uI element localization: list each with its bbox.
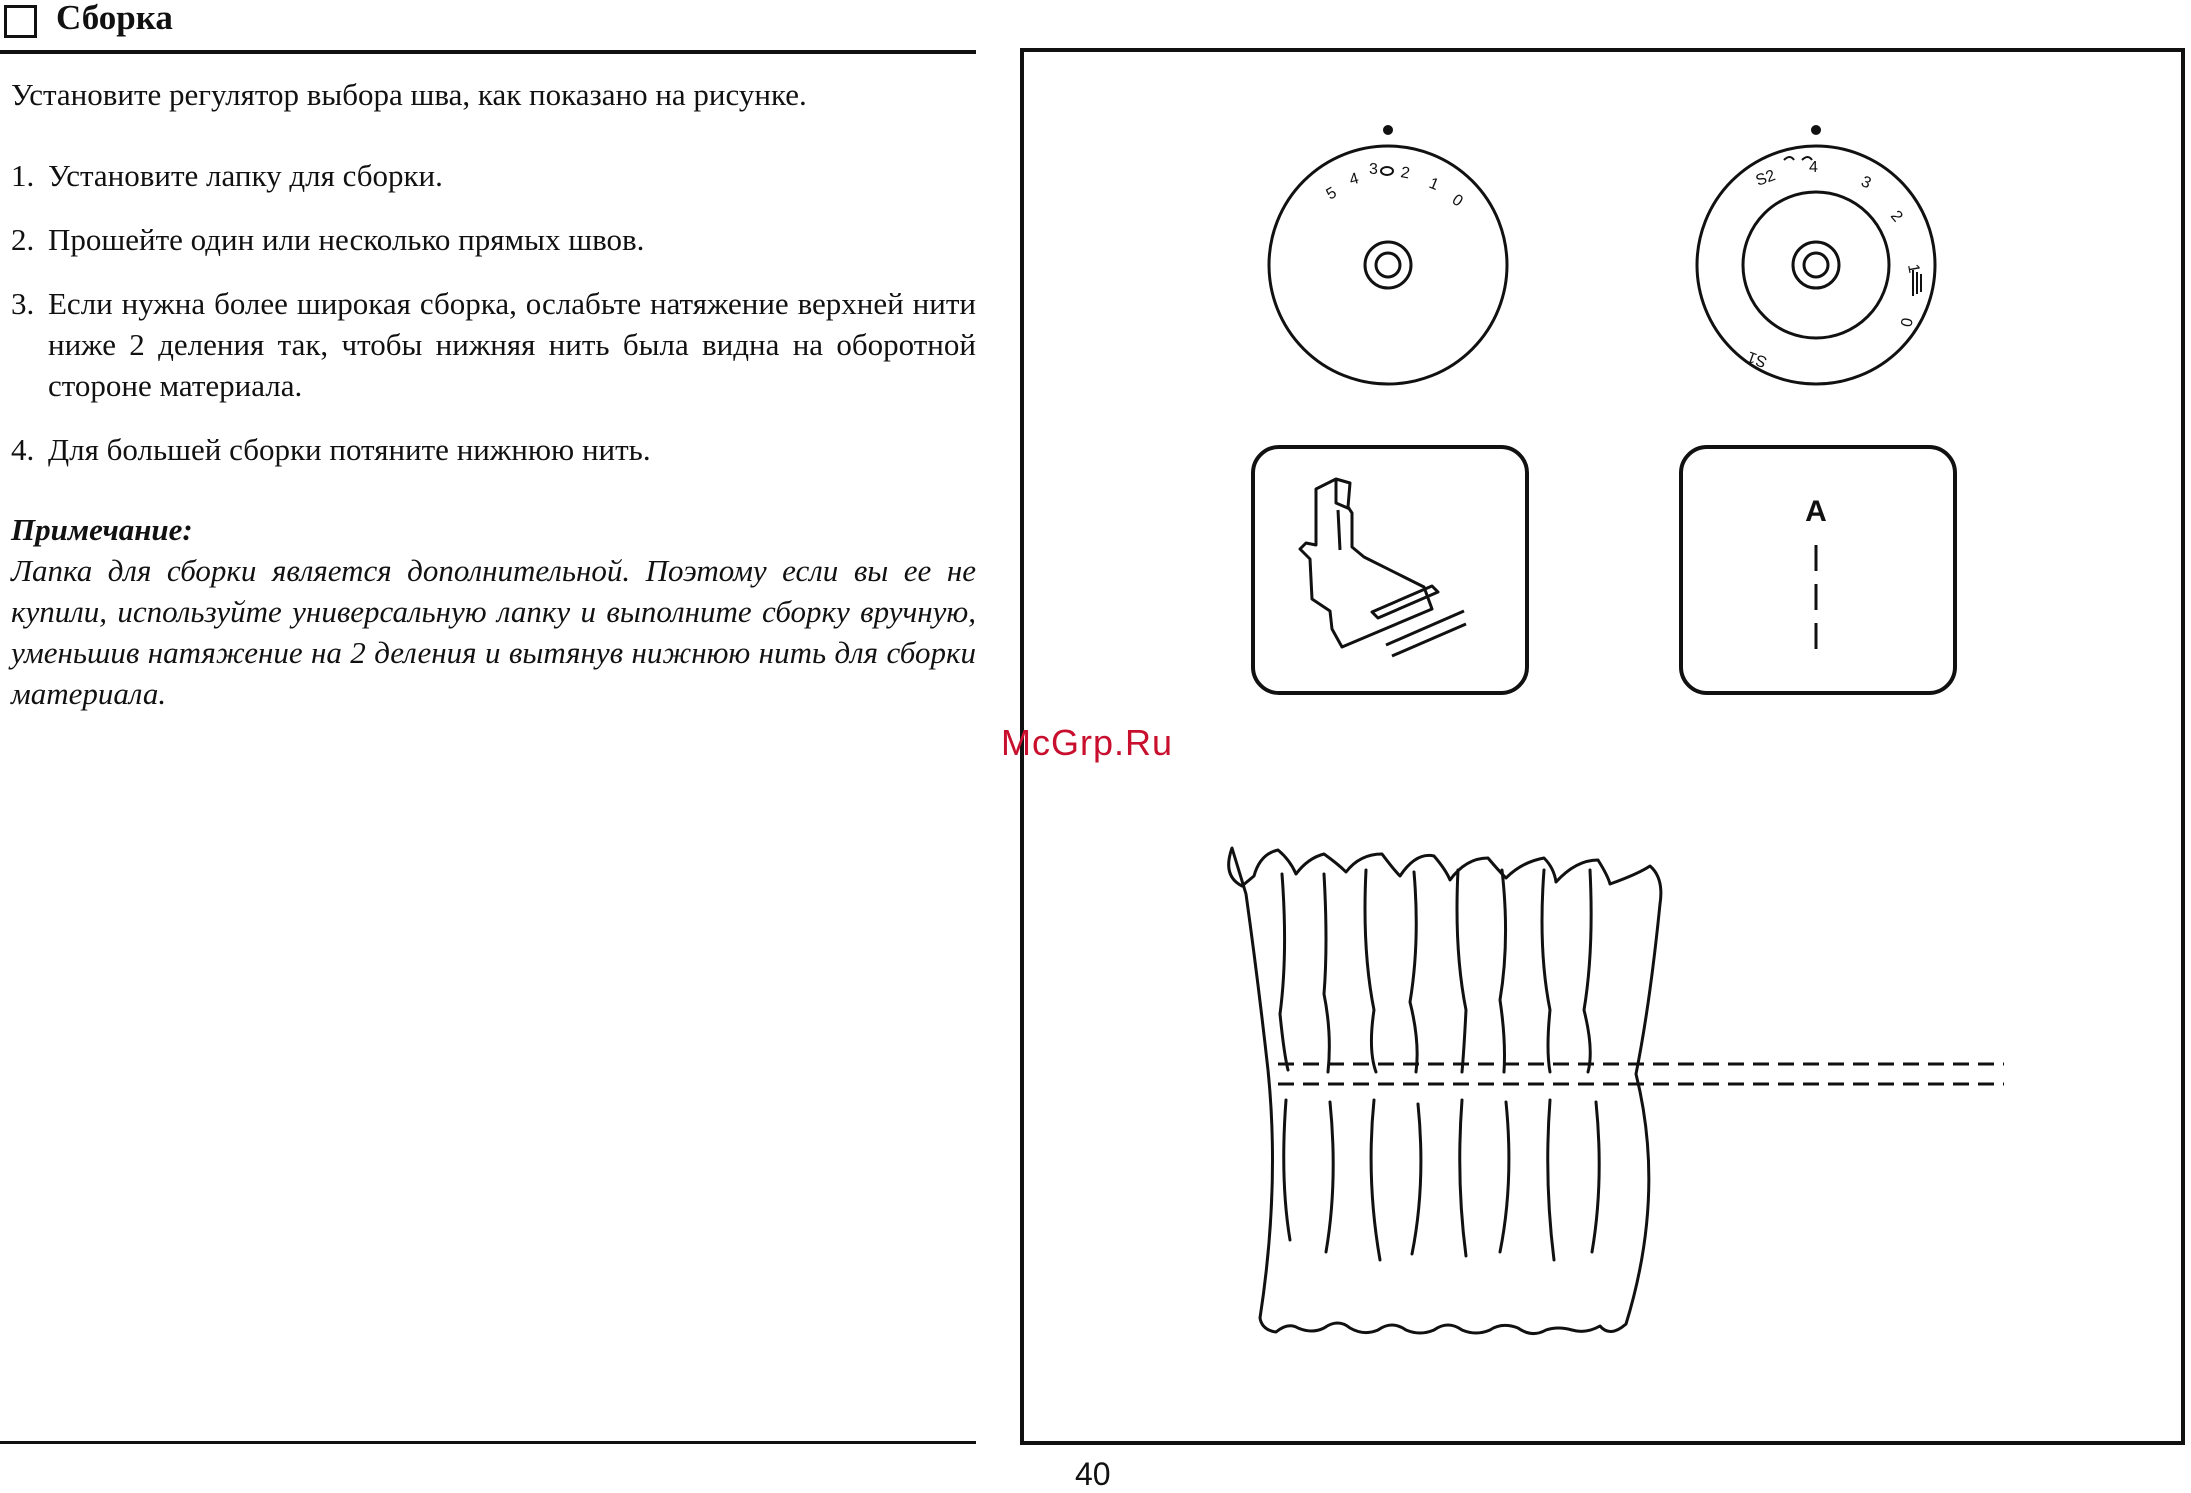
step-item: 3. Если нужна более широкая сборка, осла… <box>11 283 976 406</box>
bottom-divider <box>0 1441 976 1444</box>
dial-label: 2 <box>1399 164 1411 182</box>
dial-symbols <box>1783 156 1922 296</box>
illustration: 5 4 3 2 1 0 S2 4 3 2 1 0 S1 <box>1227 125 2004 1335</box>
step-number: 1. <box>11 158 35 193</box>
dial-label: 2 <box>1887 208 1906 226</box>
gathering-foot-icon <box>1298 477 1467 658</box>
step-item: 1. Установите лапку для сборки. <box>11 155 976 196</box>
pattern-panel <box>1679 445 1957 695</box>
gathered-fabric-icon <box>1227 846 1663 1335</box>
dial-label: 0 <box>1449 191 1466 210</box>
page-number: 40 <box>1075 1456 1111 1492</box>
step-number: 2. <box>11 222 35 257</box>
dial-label: 5 <box>1324 184 1340 203</box>
section-checkbox-icon <box>4 5 37 38</box>
illustration-frame: 5 4 3 2 1 0 S2 4 3 2 1 0 S1 <box>1020 48 2185 1445</box>
stitch-length-labels: 5 4 3 2 1 0 <box>1324 161 1466 210</box>
step-text: Для большей сборки потяните нижнюю нить. <box>48 432 651 467</box>
section-title: Сборка <box>56 0 173 37</box>
note-text: Лапка для сборки является дополнительной… <box>11 553 976 711</box>
dial-label: 3 <box>1858 173 1873 192</box>
dial-label: 1 <box>1904 263 1922 275</box>
instructions-column: Установите регулятор выбора шва, как пок… <box>11 74 976 714</box>
step-item: 2. Прошейте один или несколько прямых шв… <box>11 219 976 260</box>
pattern-selector-dial-icon <box>1695 125 1937 386</box>
section-header: Сборка <box>0 0 976 54</box>
dial-label: 1 <box>1427 175 1442 194</box>
step-text: Прошейте один или несколько прямых швов. <box>48 222 645 257</box>
stitch-length-dial-icon <box>1267 125 1509 386</box>
step-number: 3. <box>11 286 35 321</box>
watermark: McGrp.Ru <box>1001 722 1174 763</box>
buttonhole-icon <box>1380 166 1394 176</box>
stitch-lines <box>1278 1062 2004 1086</box>
dial-label: S2 <box>1754 167 1778 190</box>
pattern-selector-labels: S2 4 3 2 1 0 S1 <box>1745 159 1922 370</box>
steps-list: 1. Установите лапку для сборки. 2. Проше… <box>11 155 976 470</box>
step-text: Если нужна более широкая сборка, ослабьт… <box>48 286 976 403</box>
dial-label: 4 <box>1348 170 1361 189</box>
dial-label: S1 <box>1745 348 1769 371</box>
note-title: Примечание: <box>11 512 193 547</box>
step-item: 4. Для большей сборки потяните нижнюю ни… <box>11 429 976 470</box>
pattern-letter: A <box>1805 495 1827 528</box>
dial-label: 3 <box>1369 161 1378 178</box>
step-text: Установите лапку для сборки. <box>48 158 443 193</box>
dial-label: 0 <box>1896 316 1914 328</box>
intro-text: Установите регулятор выбора шва, как пок… <box>11 77 807 112</box>
step-number: 4. <box>11 432 35 467</box>
dial-label: 4 <box>1809 159 1818 176</box>
presser-foot-panel <box>1251 445 1529 695</box>
